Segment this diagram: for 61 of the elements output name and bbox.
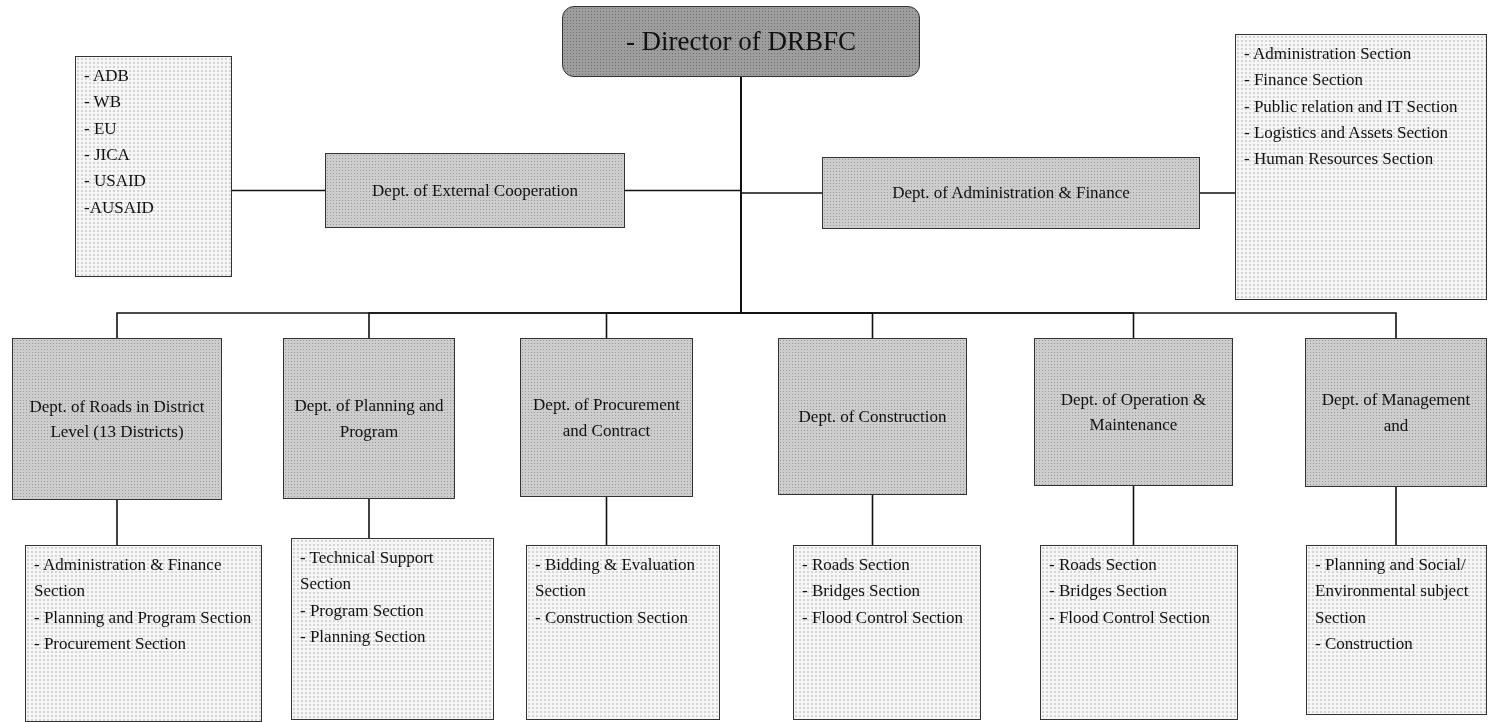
section-item-text: - Bridges Section — [802, 580, 921, 603]
connector-line — [871, 494, 874, 546]
connector-line — [1395, 486, 1397, 546]
section-item-text: - Roads Section — [802, 554, 910, 576]
section-list-box — [1235, 34, 1487, 300]
section-item-text: - Logistics and Assets Section — [1244, 122, 1448, 145]
section-item-text: - Bridges Section — [1049, 580, 1168, 603]
section-item-text: - EU — [84, 117, 117, 140]
section-item-text: - Administration Section — [1244, 43, 1412, 65]
connector-line — [1132, 485, 1135, 546]
department-name: Dept. of Management and — [1320, 389, 1472, 437]
connector-line — [605, 496, 608, 546]
section-list-box — [75, 56, 232, 277]
section-item-text: - Program Section — [300, 599, 424, 622]
department-name: Dept. of External Cooperation — [372, 179, 578, 202]
department-box — [325, 153, 625, 228]
section-item-text: - Planning Section — [300, 626, 426, 649]
section-list-box — [291, 538, 494, 720]
section-item-text: - Human Resources Section — [1244, 148, 1434, 171]
department-box — [778, 338, 967, 495]
department-name: Dept. of Procurement and Contract — [532, 394, 681, 442]
department-box — [1034, 338, 1233, 486]
department-box — [1305, 338, 1487, 487]
department-name: - Director of DRBFC — [625, 26, 857, 57]
department-name: Dept. of Construction — [798, 405, 947, 428]
connector-line — [368, 498, 370, 539]
department-name: Dept. of Planning and Program — [293, 395, 445, 443]
section-item-text: - Public relation and IT Section — [1244, 95, 1458, 118]
connector-line — [231, 189, 326, 192]
department-box — [12, 338, 222, 500]
section-item-text: - Planning and Social/ Environmental subject Section — [1315, 554, 1470, 629]
section-item-text: - JICA — [84, 144, 130, 167]
section-item-text: - Planning and Program Section — [34, 606, 252, 629]
department-name: Dept. of Roads in District Level (13 Districts) — [28, 395, 206, 443]
connector-line — [116, 499, 118, 546]
section-item-text: - Technical Support Section — [300, 547, 435, 596]
section-list-box — [1306, 545, 1487, 715]
section-list-box — [793, 545, 981, 720]
department-box — [520, 338, 693, 497]
connector-line — [1199, 192, 1236, 194]
section-list-box — [25, 545, 262, 722]
section-item-text: - Procurement Section — [34, 633, 186, 656]
section-list-box — [1040, 545, 1238, 720]
section-item-text: - Bidding & Evaluation Section — [535, 554, 697, 603]
section-list-box — [526, 545, 720, 720]
section-item-text: - WB — [84, 91, 121, 114]
section-item-text: - USAID — [84, 170, 146, 193]
section-item-text: - Construction Section — [535, 606, 688, 629]
section-item-text: - Administration & Finance Section — [34, 554, 223, 603]
section-item-text: - ADB — [84, 65, 129, 87]
section-item-text: -AUSAID — [84, 196, 154, 219]
section-item-text: - Flood Control Section — [802, 606, 964, 629]
section-item-text: - Flood Control Section — [1049, 606, 1211, 629]
department-name: Dept. of Administration & Finance — [892, 182, 1130, 205]
title-box — [562, 6, 920, 77]
department-box — [822, 157, 1200, 229]
section-item-text: - Roads Section — [1049, 554, 1157, 576]
section-item-text: - Finance Section — [1244, 69, 1363, 92]
section-item-text: - Construction — [1315, 633, 1413, 656]
department-box — [283, 338, 455, 499]
department-name: Dept. of Operation & Maintenance — [1059, 388, 1208, 436]
